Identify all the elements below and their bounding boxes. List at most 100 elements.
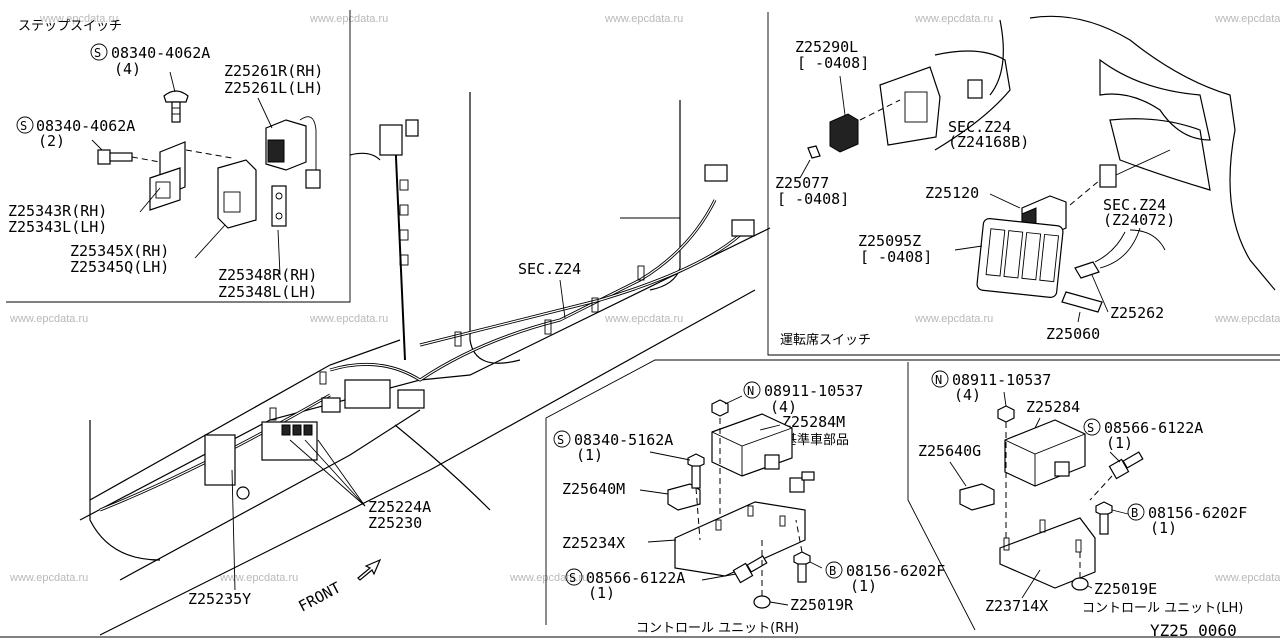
bolt-icon bbox=[97, 149, 133, 165]
b-mark: B bbox=[1131, 506, 1138, 520]
connector-icon bbox=[379, 124, 403, 156]
connector-icon bbox=[667, 483, 701, 511]
bracket-icon bbox=[674, 501, 806, 577]
label-bolt-side: 08340-4062A bbox=[36, 117, 135, 135]
control-unit-icon bbox=[711, 413, 793, 477]
watermark: www.epcdata.ru bbox=[9, 572, 88, 584]
label-bolt-b: 08156-6202F bbox=[846, 562, 945, 580]
label-sec-z24-b-ref: (Z24072) bbox=[1103, 211, 1175, 229]
label-bolt-top: 08340-4062A bbox=[111, 44, 210, 62]
watermark: www.epcdata.ru bbox=[914, 313, 993, 325]
label-bolt-side-qty: (2) bbox=[38, 132, 65, 150]
label-unit: Z25284 bbox=[1026, 398, 1080, 416]
label-bolt-b-qty: (1) bbox=[850, 577, 877, 595]
watermark: www.epcdata.ru bbox=[9, 313, 88, 325]
watermark: www.epcdata.ru bbox=[914, 13, 993, 25]
control-unit-rh-panel: N 08911-10537 (4) Z25284M 基準車部品 S 08340-… bbox=[553, 381, 945, 636]
label-z25224a: Z25224A bbox=[368, 498, 431, 516]
switch-icon bbox=[829, 113, 859, 153]
s-mark: S bbox=[1087, 421, 1094, 435]
label-bracket-a-rh: Z25343R(RH) bbox=[8, 202, 107, 220]
diagram-code: YZ25 0060 bbox=[1150, 621, 1237, 640]
connector-icon bbox=[731, 219, 755, 237]
watermarks: www.epcdata.ru www.epcdata.ru www.epcdat… bbox=[9, 13, 1280, 584]
watermark: www.epcdata.ru bbox=[39, 13, 118, 25]
label-z25077: Z25077 bbox=[775, 174, 829, 192]
nut-icon bbox=[997, 405, 1015, 423]
screw-icon bbox=[1108, 451, 1144, 480]
nut-icon bbox=[1071, 577, 1089, 591]
label-z25230: Z25230 bbox=[368, 514, 422, 532]
label-sec-z24-b: SEC.Z24 bbox=[1103, 196, 1166, 214]
label-z25640m: Z25640M bbox=[562, 480, 625, 498]
label-screw: 08566-6122A bbox=[1104, 419, 1203, 437]
panel-title-control-rh: コントロール ユニット(RH) bbox=[636, 621, 799, 636]
label-z25120: Z25120 bbox=[925, 184, 979, 202]
s-mark: S bbox=[20, 119, 27, 133]
label-z25262: Z25262 bbox=[1110, 304, 1164, 322]
label-z25290l: Z25290L bbox=[795, 38, 858, 56]
bolt-icon bbox=[793, 551, 811, 583]
driver-switch-panel: Z25290L [ -0408] SEC.Z24 (Z24168B) Z2507… bbox=[775, 15, 1276, 348]
label-sec-z24: SEC.Z24 bbox=[518, 260, 581, 278]
watermark: www.epcdata.ru bbox=[1214, 313, 1280, 325]
panel-title-driver-switch: 運転席スイッチ bbox=[780, 332, 871, 348]
label-bracket-b-lh: Z25345Q(LH) bbox=[70, 258, 169, 276]
bracket-icon bbox=[217, 159, 257, 229]
n-mark: N bbox=[935, 373, 942, 387]
label-screw: 08566-6122A bbox=[586, 569, 685, 587]
label-front: FRONT bbox=[295, 578, 343, 615]
label-unit-note: 基準車部品 bbox=[784, 432, 849, 448]
label-switch-lh: Z25261L(LH) bbox=[224, 79, 323, 97]
label-screw-qty: (1) bbox=[588, 584, 615, 602]
nut-icon bbox=[711, 399, 729, 417]
label-switch-rh: Z25261R(RH) bbox=[224, 62, 323, 80]
watermark: www.epcdata.ru bbox=[219, 572, 298, 584]
s-mark: S bbox=[569, 571, 576, 585]
watermark: www.epcdata.ru bbox=[509, 572, 588, 584]
b-mark: B bbox=[829, 564, 836, 578]
bolt-icon bbox=[687, 453, 705, 489]
watermark: www.epcdata.ru bbox=[1214, 13, 1280, 25]
label-bracket-b-rh: Z25345X(RH) bbox=[70, 242, 169, 260]
control-unit-lh-panel: N 08911-10537 (4) Z25284 S 08566-6122A (… bbox=[918, 370, 1247, 616]
watermark: www.epcdata.ru bbox=[1214, 572, 1280, 584]
switch-icon bbox=[265, 116, 321, 189]
nut-icon bbox=[753, 595, 771, 609]
label-nut: 08911-10537 bbox=[764, 382, 863, 400]
label-screw-qty: (1) bbox=[1106, 434, 1133, 452]
main-harness-view: SEC.Z24 Z25224A Z25230 Z25235Y FRONT bbox=[79, 92, 771, 636]
label-bolt-b-qty: (1) bbox=[1150, 519, 1177, 537]
step-switch-panel: ステップスイッチ S 08340-4062A (4) S 08340-4062A… bbox=[8, 19, 323, 301]
screw-icon bbox=[732, 555, 768, 584]
label-bolt: 08340-5162A bbox=[574, 431, 673, 449]
s-mark: S bbox=[557, 433, 564, 447]
label-nut-qty: (4) bbox=[954, 386, 981, 404]
label-z25234x: Z25234X bbox=[562, 534, 625, 552]
bulb-icon bbox=[1074, 261, 1100, 279]
n-mark: N bbox=[747, 384, 754, 398]
label-z25290l-range: [ -0408] bbox=[797, 54, 869, 72]
label-bolt-top-qty: (4) bbox=[114, 60, 141, 78]
label-z23714x: Z23714X bbox=[985, 597, 1048, 615]
panel-borders bbox=[0, 10, 1280, 638]
label-plate-lh: Z25348L(LH) bbox=[218, 283, 317, 301]
switch-bezel-icon bbox=[976, 218, 1064, 298]
label-z25060: Z25060 bbox=[1046, 325, 1100, 343]
label-z25235y: Z25235Y bbox=[188, 590, 251, 608]
bolt-icon bbox=[1095, 501, 1113, 535]
watermark: www.epcdata.ru bbox=[604, 13, 683, 25]
label-z25019r: Z25019R bbox=[790, 596, 854, 614]
watermark: www.epcdata.ru bbox=[309, 313, 388, 325]
panel-title-step-switch: ステップスイッチ bbox=[18, 19, 122, 34]
label-z25077-range: [ -0408] bbox=[777, 190, 849, 208]
label-bolt-qty: (1) bbox=[576, 446, 603, 464]
control-unit-icon bbox=[1004, 419, 1086, 487]
label-plate-rh: Z25348R(RH) bbox=[218, 266, 317, 284]
label-z25019e: Z25019E bbox=[1094, 580, 1157, 598]
label-sec-z24-a-ref: (Z24168B) bbox=[948, 133, 1029, 151]
label-unit: Z25284M bbox=[782, 413, 845, 431]
label-nut-qty: (4) bbox=[770, 398, 797, 416]
connector-icon bbox=[959, 483, 995, 511]
